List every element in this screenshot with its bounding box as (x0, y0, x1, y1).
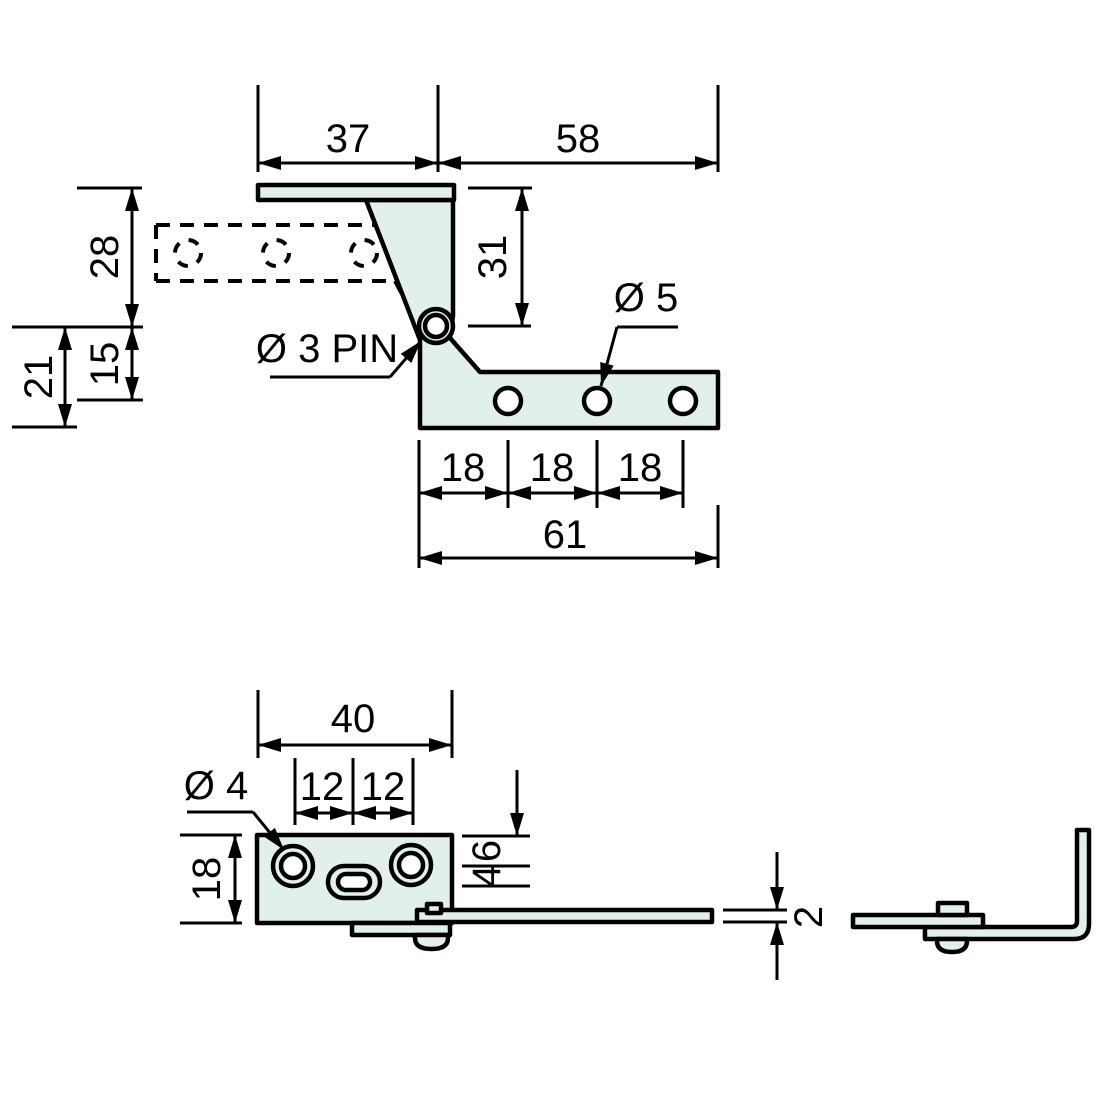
front-view-dimensions: 40 12 12 Ø 4 18 6 4 (180, 690, 831, 980)
front-view: 40 12 12 Ø 4 18 6 4 (180, 690, 831, 980)
pivot-pin-top (424, 901, 444, 916)
dim-6-label: 6 (465, 840, 509, 862)
dim-58-label: 58 (556, 117, 601, 161)
dim-18-label: 18 (441, 446, 486, 490)
dim-12-label: 12 (300, 765, 345, 809)
part-arm-profile (850, 912, 986, 930)
leader-arrow (251, 811, 286, 851)
pin-diameter-label: Ø 3 PIN (256, 327, 398, 371)
profile-view (850, 827, 1092, 955)
pivot-pin-head (934, 936, 970, 955)
arm-hole (581, 385, 613, 417)
dim-37-label: 37 (326, 117, 371, 161)
dim-12-label: 12 (361, 765, 406, 809)
dim-18-label: 18 (618, 446, 663, 490)
arm-hole (667, 385, 699, 417)
hidden-hole (261, 238, 291, 268)
hidden-hole (349, 238, 379, 268)
dim-2-label: 2 (787, 906, 831, 928)
pivot-pin-head (412, 932, 451, 952)
part-web-and-arm (363, 197, 721, 431)
pivot-pin-top (935, 900, 970, 918)
pivot-pin-hole (422, 312, 450, 340)
leader-arrow (388, 340, 423, 378)
hole-diameter-label: Ø 4 (184, 764, 248, 808)
hidden-hole (173, 238, 203, 268)
dim-61-label: 61 (543, 513, 588, 557)
part-bottom-tab (349, 920, 453, 938)
dim-40-label: 40 (331, 697, 376, 741)
part-top-plate (255, 182, 457, 203)
side-view-dimensions: 37 58 31 28 15 21 Ø 3 PIN Ø 5 (12, 85, 720, 568)
hole-diameter-label: Ø 5 (614, 276, 678, 320)
part-arm-edge (414, 907, 715, 925)
side-view: 37 58 31 28 15 21 Ø 3 PIN Ø 5 (12, 85, 721, 568)
hole (396, 850, 426, 880)
dim-31-label: 31 (471, 235, 515, 280)
dim-15-label: 15 (83, 342, 127, 387)
leader-arrow (599, 326, 619, 387)
slot (335, 871, 373, 893)
dim-4-label: 4 (465, 865, 509, 887)
arm-hole (492, 385, 524, 417)
dim-18-label: 18 (530, 446, 575, 490)
dim-21-label: 21 (17, 355, 61, 400)
hole (278, 851, 308, 881)
dim-28-label: 28 (83, 235, 127, 280)
dim-18-label: 18 (185, 857, 229, 902)
